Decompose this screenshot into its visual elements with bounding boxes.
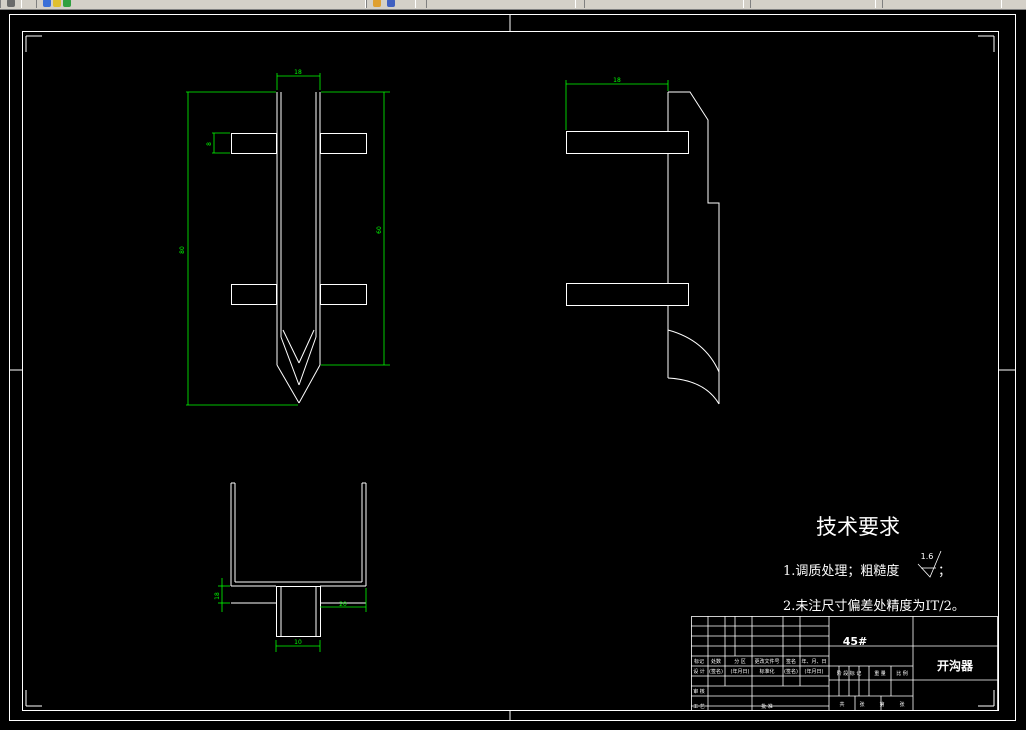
layer-previous-icon xyxy=(387,0,395,7)
tb-header-count: 处数 xyxy=(711,658,721,665)
tb-sheet-1: 张 xyxy=(859,701,864,708)
app-icon xyxy=(7,0,15,7)
title-block-lines xyxy=(691,616,998,711)
notes-heading: 技术要求 xyxy=(816,515,900,539)
dim-front-small: 8 xyxy=(206,142,213,146)
dim-front-top-width: 18 xyxy=(294,69,302,76)
bottom-dimensions xyxy=(218,578,367,652)
layer-control[interactable] xyxy=(36,0,366,8)
dim-bottom-right: 20 xyxy=(339,601,347,608)
tb-header-sign: 签名 xyxy=(786,658,796,665)
dim-bottom-width: 10 xyxy=(294,639,302,646)
dim-bottom-left: 18 xyxy=(214,592,221,600)
notes-line-2: 2.未注尺寸偏差处精度为IT/2。 xyxy=(783,598,965,614)
layer-icon xyxy=(43,0,51,7)
tb-header-change: 更改文件号 xyxy=(754,658,779,665)
tb-design-date: (年月日) xyxy=(731,668,750,675)
tb-scale: 比 例 xyxy=(896,670,908,677)
material-label: 45# xyxy=(843,635,868,648)
part-name: 开沟器 xyxy=(937,658,974,673)
toolbar-strip xyxy=(0,0,1026,10)
side-view xyxy=(566,91,720,405)
roughness-symbol xyxy=(917,550,942,578)
dim-front-total-height: 80 xyxy=(179,246,186,254)
roughness-value: 1.6 xyxy=(921,552,934,561)
notes-line-1-end: ； xyxy=(938,564,951,579)
side-dimensions xyxy=(565,80,669,130)
tb-total: 共 xyxy=(839,701,844,708)
layer-buttons[interactable] xyxy=(366,0,416,8)
front-dimensions xyxy=(186,73,390,406)
tb-standard-date: (年月日) xyxy=(805,668,824,675)
tb-standard-sign: (签名) xyxy=(784,668,798,675)
tb-standard: 标准化 xyxy=(759,668,774,675)
tb-approve: 批 准 xyxy=(761,703,773,710)
color-control[interactable] xyxy=(426,0,576,8)
tb-weight: 重 量 xyxy=(874,670,886,677)
tb-sheet-2: 张 xyxy=(899,701,904,708)
plotstyle-control[interactable] xyxy=(882,0,1002,8)
notes-line-1: 1.调质处理；粗糙度 xyxy=(783,563,899,579)
tb-stage-mark: 阶 段 标 记 xyxy=(837,670,862,677)
lineweight-control[interactable] xyxy=(750,0,876,8)
linetype-control[interactable] xyxy=(584,0,744,8)
dim-side-top-width: 18 xyxy=(613,77,621,84)
tb-design-sign: (签名) xyxy=(709,668,723,675)
bulb-icon xyxy=(53,0,61,7)
front-view xyxy=(231,92,367,404)
tb-review: 审 核 xyxy=(693,688,705,695)
toolbar-segment[interactable] xyxy=(0,0,22,8)
make-layer-icon xyxy=(373,0,381,7)
tb-design: 设 计 xyxy=(693,668,705,675)
tb-header-mark: 标记 xyxy=(694,658,704,665)
freeze-icon xyxy=(63,0,71,7)
sheet-border xyxy=(9,14,1016,721)
bottom-view xyxy=(230,482,367,637)
tb-nth: 第 xyxy=(879,701,884,708)
tb-header-zone: 分 区 xyxy=(734,658,746,665)
corner-marks xyxy=(25,35,995,707)
tb-process: 工 艺 xyxy=(693,704,705,710)
tb-header-date: 年、月、日 xyxy=(801,658,826,665)
dim-front-inner-height: 60 xyxy=(376,226,383,234)
drawing-canvas[interactable]: 18 80 60 8 18 xyxy=(0,9,1026,730)
